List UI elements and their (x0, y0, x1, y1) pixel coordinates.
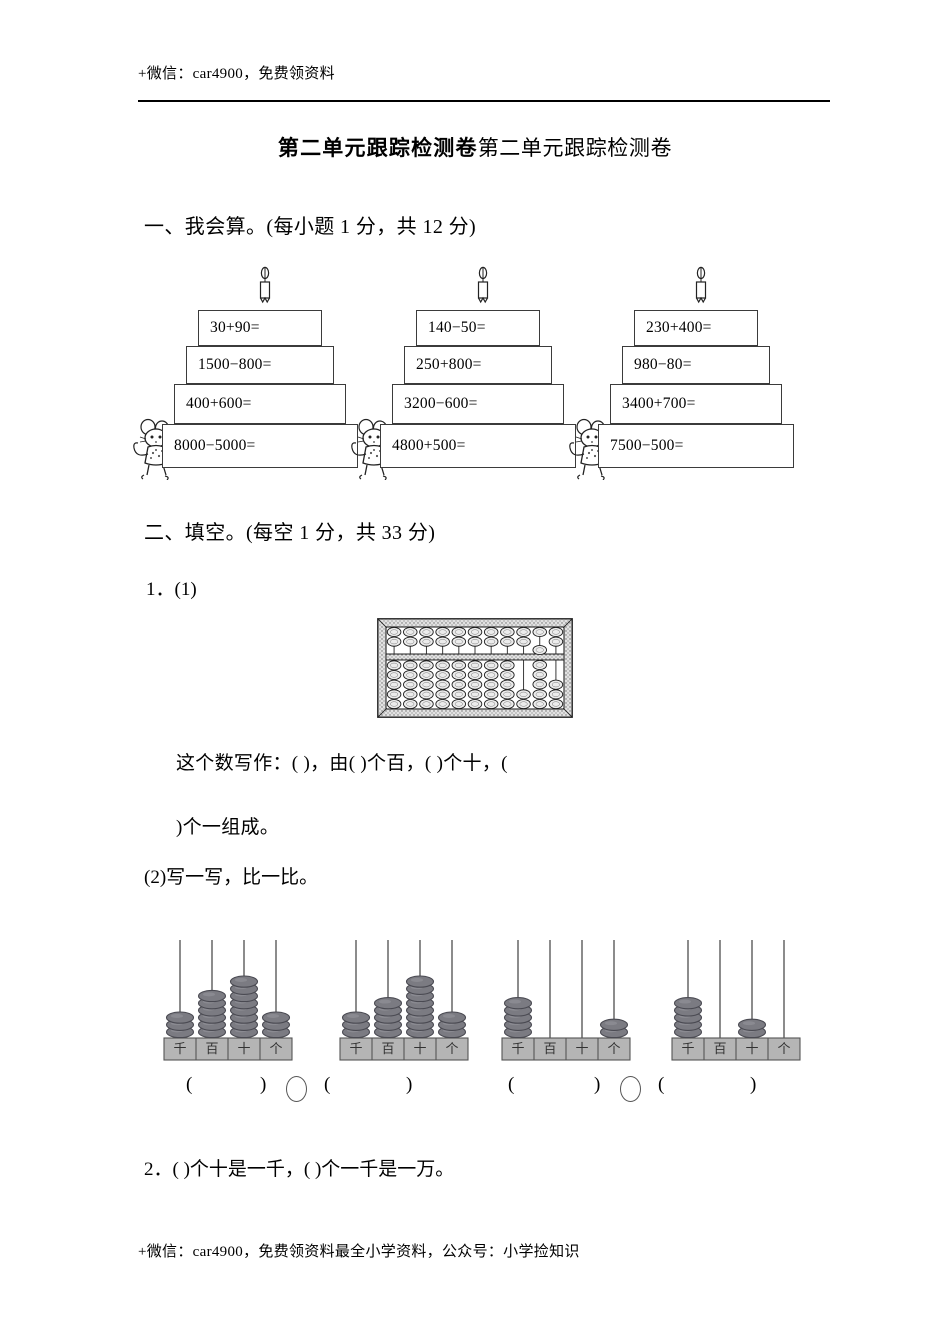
cake-tier: 250+800= (404, 346, 552, 384)
cake-expression: 8000−5000= (174, 437, 256, 454)
svg-text:千: 千 (681, 1041, 694, 1056)
cake-tier: 980−80= (622, 346, 770, 384)
svg-text:百: 百 (543, 1041, 556, 1056)
cake-1: 30+90= 1500−800= 400+600= 8000−5000= (133, 262, 370, 480)
question-2-label: 2．( )个十是一千，( )个一千是一万。 (144, 1159, 455, 1180)
counter-1: 千百十个 (152, 930, 304, 1070)
cake-expression: 30+90= (210, 319, 260, 336)
counter-3: 千百十个 (490, 930, 642, 1070)
answer-open-2[interactable]: ( (324, 1074, 331, 1095)
cake-expression: 1500−800= (198, 356, 272, 373)
cake-3: 230+400= 980−80= 3400+700= 7500−500= (569, 262, 806, 480)
cake-expression: 980−80= (634, 356, 692, 373)
svg-text:十: 十 (237, 1041, 250, 1056)
cake-tier: 7500−500= (598, 424, 794, 468)
answer-open-1[interactable]: ( (186, 1074, 193, 1095)
write-number-line-2: )个一组成。 (176, 817, 280, 838)
answer-close-1[interactable]: ) (260, 1074, 267, 1095)
svg-text:千: 千 (349, 1041, 362, 1056)
answer-close-4[interactable]: ) (750, 1074, 757, 1095)
candle-icon (695, 266, 707, 304)
cake-expression: 4800+500= (392, 437, 466, 454)
svg-text:十: 十 (413, 1041, 426, 1056)
section-two-heading: 二、填空。(每空 1 分，共 33 分) (144, 522, 436, 544)
counter-answer-row: ( ) ( ) ( ) ( ) (138, 1074, 838, 1114)
cake-tier: 230+400= (634, 310, 758, 346)
cake-expression: 7500−500= (610, 437, 684, 454)
compare-circle-1[interactable] (286, 1076, 307, 1102)
cake-tier: 30+90= (198, 310, 322, 346)
place-value-counters-group: 千百十个 千百十个 千百十个 千百十个 (138, 930, 838, 1070)
write-number-line-1: 这个数写作：( )，由( )个百，( )个十，( (176, 753, 508, 774)
wechat-promo-top: +微信：car4900，免费领资料 (138, 66, 335, 82)
svg-text:千: 千 (173, 1041, 186, 1056)
cake-tier: 3400+700= (610, 384, 782, 424)
cake-tier: 3200−600= (392, 384, 564, 424)
cake-tier: 8000−5000= (162, 424, 358, 468)
answer-open-3[interactable]: ( (508, 1074, 515, 1095)
cake-expression: 3200−600= (404, 395, 478, 412)
counter-2: 千百十个 (328, 930, 480, 1070)
page-title-bold: 第二单元跟踪检测卷 (277, 136, 478, 160)
cake-tier: 140−50= (416, 310, 540, 346)
cake-expression: 400+600= (186, 395, 252, 412)
question-1-label: 1．(1) (146, 579, 197, 600)
cake-tier: 400+600= (174, 384, 346, 424)
candle-icon (259, 266, 271, 304)
cake-problems-group: 30+90= 1500−800= 400+600= 8000−5000= (133, 262, 838, 480)
header-divider (138, 100, 830, 102)
compare-circle-2[interactable] (620, 1076, 641, 1102)
cake-expression: 140−50= (428, 319, 486, 336)
abacus-svg (377, 618, 573, 718)
cake-expression: 230+400= (646, 319, 712, 336)
cake-tier: 1500−800= (186, 346, 334, 384)
candle-icon (477, 266, 489, 304)
answer-close-2[interactable]: ) (406, 1074, 413, 1095)
cake-tier: 4800+500= (380, 424, 576, 468)
section-one-heading: 一、我会算。(每小题 1 分，共 12 分) (144, 216, 477, 238)
cake-expression: 250+800= (416, 356, 482, 373)
svg-text:十: 十 (745, 1041, 758, 1056)
page-title-plain: 第二单元跟踪检测卷 (477, 136, 673, 160)
wechat-promo-bottom: +微信：car4900，免费领资料最全小学资料，公众号：小学捡知识 (138, 1244, 580, 1260)
svg-text:个: 个 (607, 1041, 620, 1056)
svg-text:百: 百 (713, 1041, 726, 1056)
cake-expression: 3400+700= (622, 395, 696, 412)
counter-3-svg: 千百十个 (501, 940, 631, 1061)
counter-1-svg: 千百十个 (163, 940, 293, 1061)
counter-4: 千百十个 (660, 930, 812, 1070)
counter-2-svg: 千百十个 (339, 940, 469, 1061)
svg-text:十: 十 (575, 1041, 588, 1056)
svg-text:个: 个 (777, 1041, 790, 1056)
abacus-illustration (377, 618, 573, 718)
svg-text:百: 百 (205, 1041, 218, 1056)
svg-text:个: 个 (445, 1041, 458, 1056)
answer-open-4[interactable]: ( (658, 1074, 665, 1095)
question-1b-label: (2)写一写，比一比。 (144, 867, 319, 888)
svg-text:千: 千 (511, 1041, 524, 1056)
svg-text:百: 百 (381, 1041, 394, 1056)
answer-close-3[interactable]: ) (594, 1074, 601, 1095)
cake-2: 140−50= 250+800= 3200−600= 4800+500= (351, 262, 588, 480)
svg-text:个: 个 (269, 1041, 282, 1056)
page-title: 第二单元跟踪检测卷第二单元跟踪检测卷 (0, 132, 950, 162)
counter-4-svg: 千百十个 (671, 940, 801, 1061)
